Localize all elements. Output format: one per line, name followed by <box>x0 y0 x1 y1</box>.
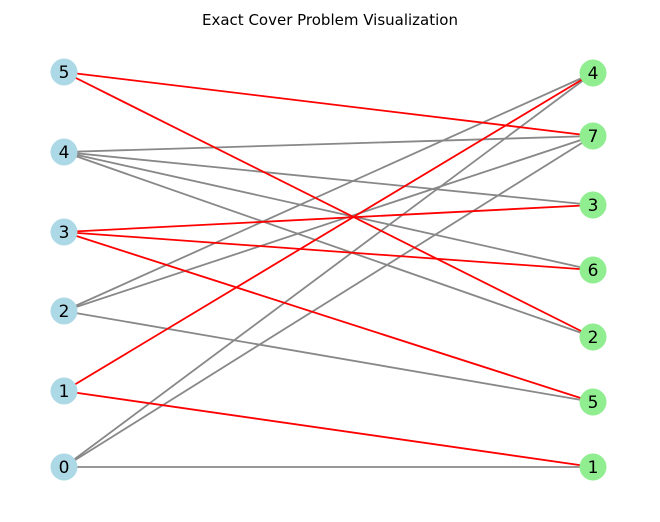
right-node-6 <box>579 256 607 284</box>
right-node-2 <box>579 323 607 351</box>
left-node-3 <box>50 218 78 246</box>
edge-L5-R2 <box>63 71 594 338</box>
left-node-5 <box>50 58 78 86</box>
edge-L4-R2 <box>63 151 594 338</box>
edge-L2-R5 <box>63 310 594 403</box>
edge-L4-R7 <box>63 135 594 153</box>
edge-L2-R4 <box>63 72 594 312</box>
left-node-4 <box>50 138 78 166</box>
left-node-2 <box>50 297 78 325</box>
left-node-0 <box>50 453 78 481</box>
edge-L0-R4 <box>63 72 594 468</box>
edge-L2-R7 <box>63 135 594 312</box>
edge-L0-R7 <box>63 135 594 468</box>
edge-L4-R3 <box>63 151 594 206</box>
chart-title: Exact Cover Problem Visualization <box>202 11 458 29</box>
right-node-5 <box>579 388 607 416</box>
right-node-3 <box>579 191 607 219</box>
right-node-7 <box>579 122 607 150</box>
edge-L3-R3 <box>63 204 594 233</box>
edge-L1-R1 <box>63 390 594 468</box>
left-node-1 <box>50 377 78 405</box>
edges-layer <box>63 71 594 468</box>
edge-L4-R6 <box>63 151 594 271</box>
edge-L3-R6 <box>63 231 594 271</box>
right-node-1 <box>579 453 607 481</box>
edge-L3-R5 <box>63 231 594 403</box>
right-node-4 <box>579 59 607 87</box>
edge-L1-R4 <box>63 72 594 392</box>
edge-L5-R7 <box>63 71 594 137</box>
